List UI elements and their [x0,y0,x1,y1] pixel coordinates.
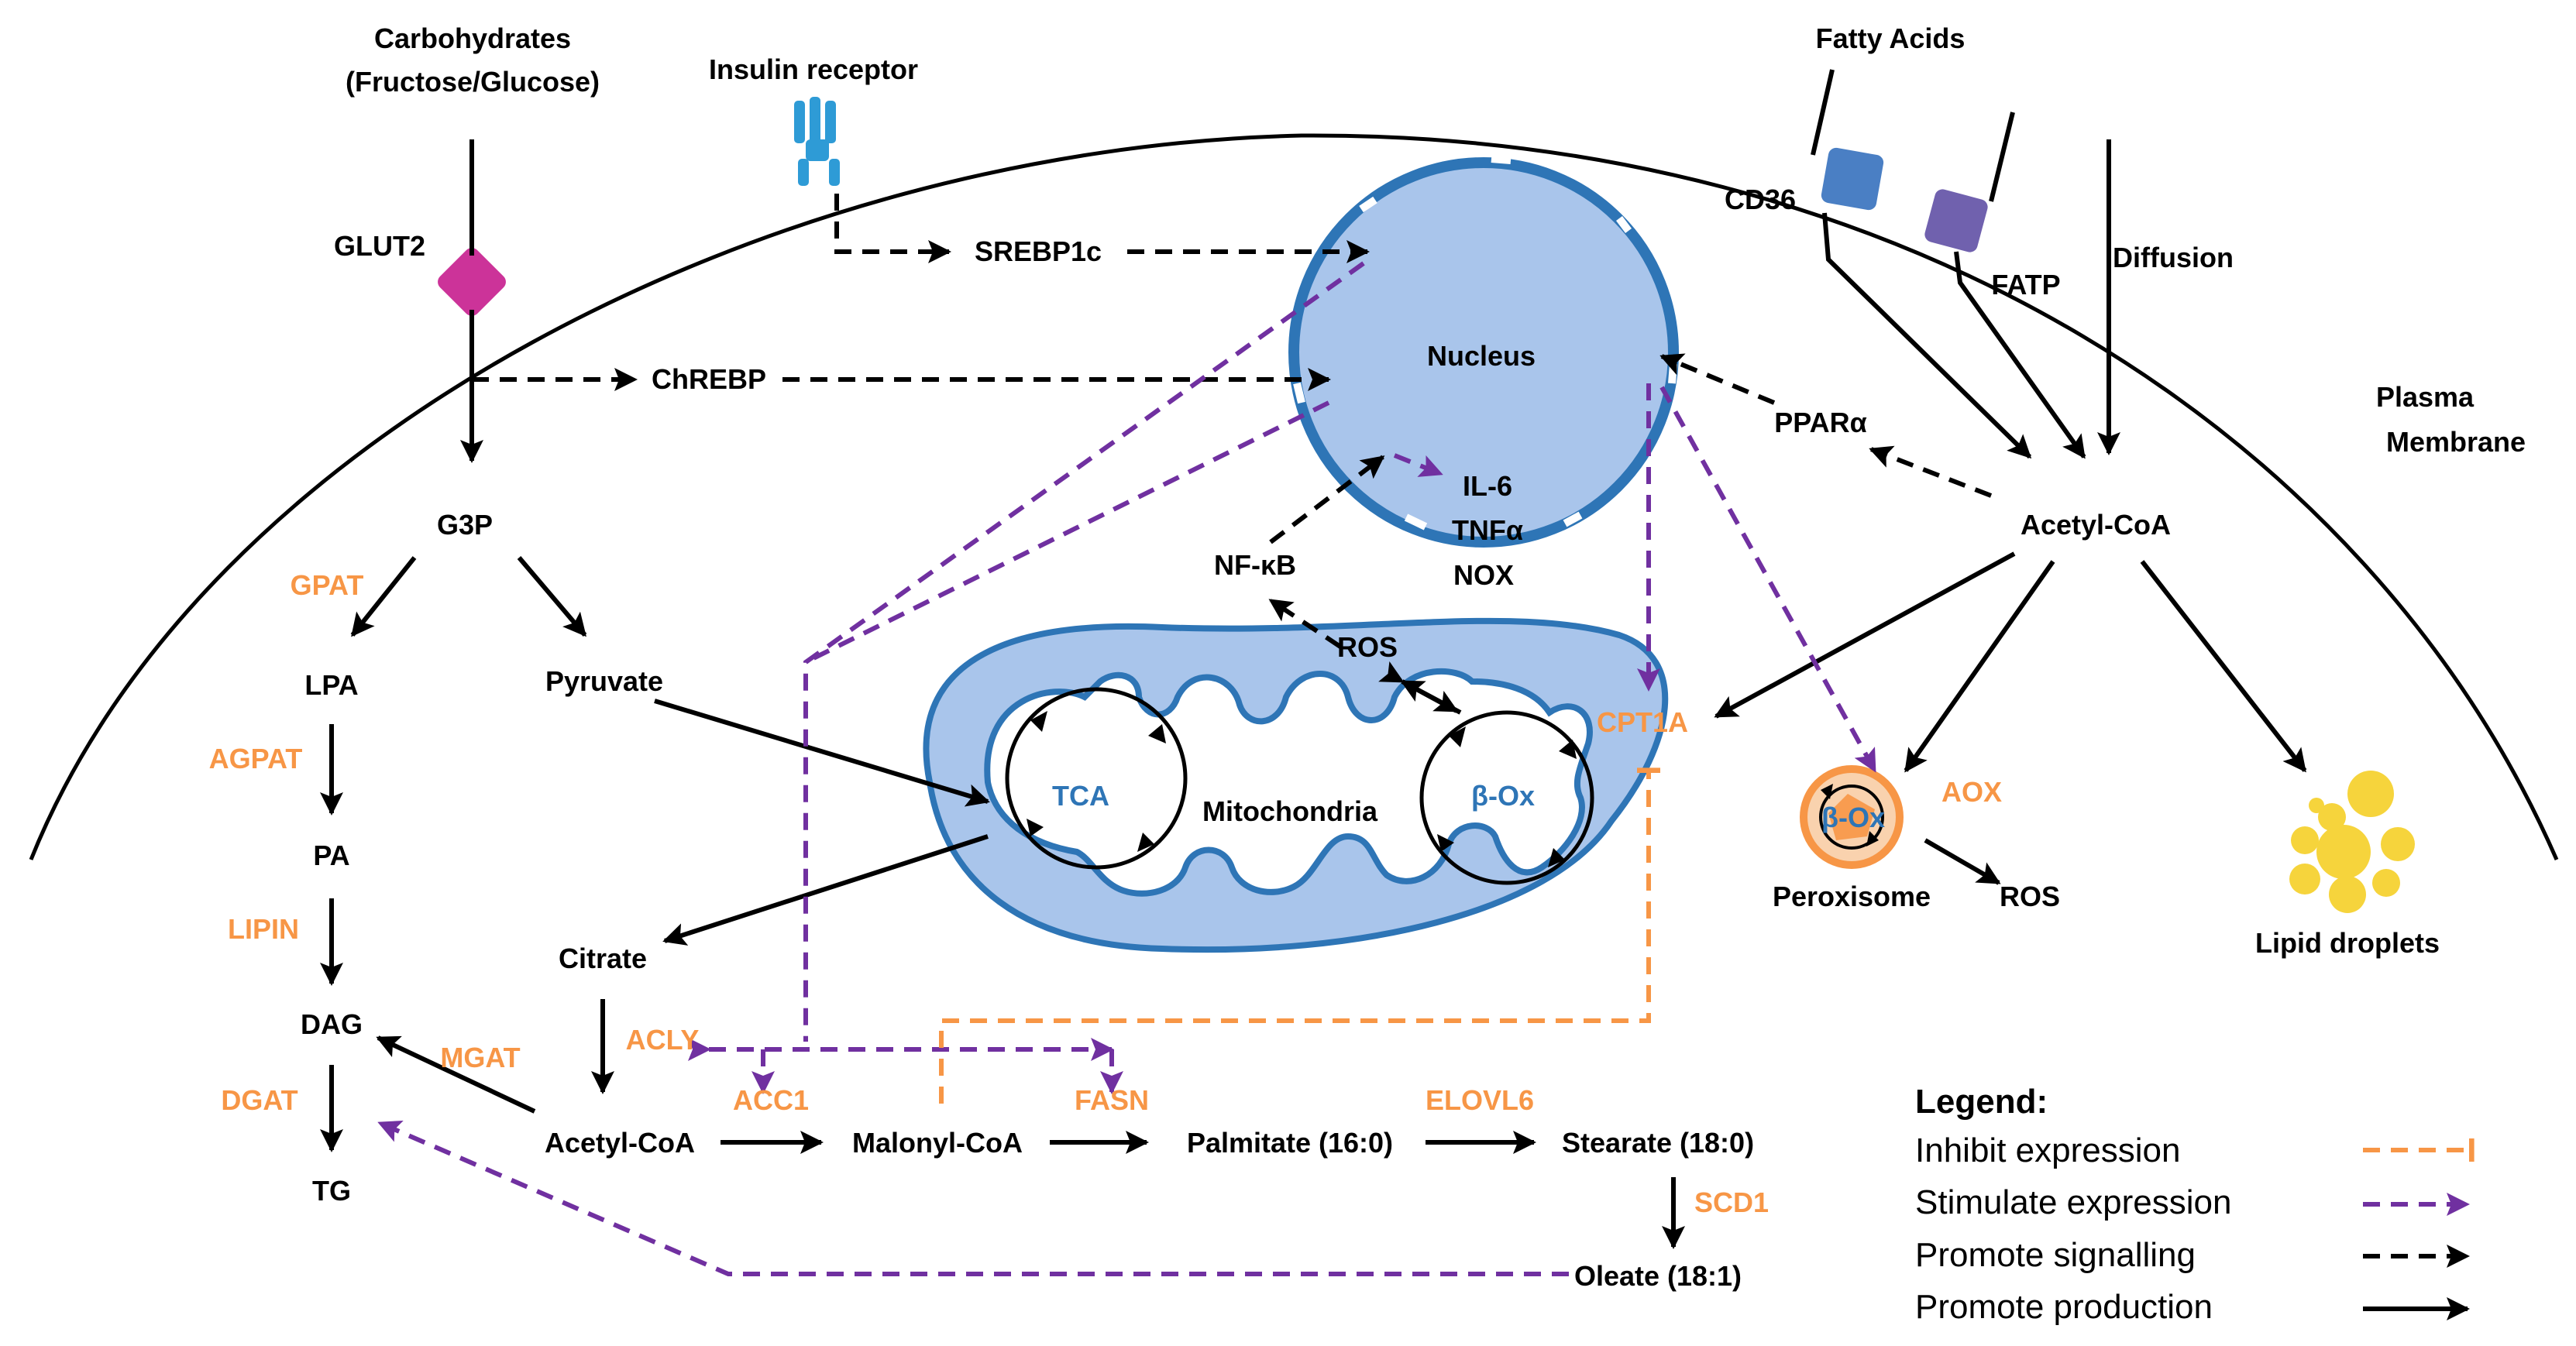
label-nfkb: NF-κB [1214,549,1296,581]
insulin-receptor-icon [794,97,840,186]
label-beta-ox-mito: β-Ox [1471,780,1535,812]
label-ros-perox: ROS [2000,881,2060,912]
cd36-transporter [1821,147,1884,211]
label-fructose-glucose: (Fructose/Glucose) [346,66,600,98]
purple-nucleus-cytokines [1393,453,1443,477]
label-ros-mito: ROS [1337,631,1398,663]
enzyme-scd1: SCD1 [1694,1186,1769,1218]
nucleus [1288,155,1679,548]
dash-acetylcoa-ppara [1869,445,1993,498]
arrow-tca-citrate [662,834,989,946]
label-tg: TG [312,1175,351,1207]
legend-inhibit-label: Inhibit expression [1915,1131,2180,1169]
label-chrebp: ChREBP [652,363,766,395]
label-palmitate: Palmitate (16:0) [1187,1127,1393,1159]
label-mitochondria: Mitochondria [1202,795,1378,827]
peroxisome [1800,765,1904,869]
arrow-fatp-acetylcoa [1954,112,2084,457]
arrow-g3p-pyruvate [517,556,587,637]
label-carbohydrates: Carbohydrates [374,22,571,54]
enzyme-aox: AOX [1941,776,2002,808]
label-acetylcoa-bottom: Acetyl-CoA [545,1127,695,1159]
label-cd36: CD36 [1725,184,1796,215]
arrow-acetylcoa-lipid [2140,560,2307,773]
legend-signalling-label: Promote signalling [1915,1236,2196,1274]
enzyme-cpt1a: CPT1A [1597,706,1688,738]
label-tca: TCA [1052,780,1109,812]
label-lipid-droplets: Lipid droplets [2255,927,2440,959]
label-stearate: Stearate (18:0) [1562,1127,1754,1159]
label-citrate: Citrate [559,943,647,974]
enzyme-fasn: FASN [1075,1084,1149,1116]
enzyme-agpat: AGPAT [209,743,303,774]
label-lpa: LPA [304,669,358,701]
label-peroxisome: Peroxisome [1773,881,1931,912]
mitochondrion [923,617,1669,953]
enzyme-acc1: ACC1 [733,1084,809,1116]
dash-nfkb-nucleus [1269,455,1385,544]
purple-oleate-dgat [377,1120,1569,1276]
dash-ppara-nucleus [1659,353,1776,405]
glut2-transporter [438,248,506,316]
purple-nucleus-acc1 [803,261,1365,1042]
arrow-peroxisome-ros [1924,838,2001,885]
label-nucleus: Nucleus [1427,340,1536,372]
enzyme-gpat: GPAT [291,569,364,601]
enzyme-mgat: MGAT [440,1042,520,1073]
arrow-g3p-lpa [350,556,417,637]
purple-nucleus-acly-fasn [804,400,1330,664]
arrow-acetylcoa-cpt1a [1714,551,2016,719]
label-fatty-acids: Fatty Acids [1816,22,1966,54]
arrow-acetylcoa-peroxisome [1904,560,2055,773]
arrow-cd36-acetylcoa [1811,69,2030,457]
label-insulin-receptor: Insulin receptor [709,53,918,85]
lipid-droplets [2289,771,2415,913]
dash-insulin-srebp [834,194,951,263]
enzyme-acly: ACLY [626,1024,700,1056]
label-beta-ox-perox: β-Ox [1821,802,1885,833]
label-oleate: Oleate (18:1) [1574,1260,1742,1292]
label-malonylcoa: Malonyl-CoA [852,1127,1023,1159]
arrow-pyruvate-tca [654,699,990,807]
legend-stimulate-label: Stimulate expression [1915,1183,2231,1221]
label-il6: IL-6 [1463,470,1512,502]
label-tnfa: TNFα [1452,514,1523,546]
fatp-transporter [1924,189,1988,252]
plasma-membrane [29,133,2559,861]
label-g3p: G3P [437,509,493,541]
enzyme-dgat: DGAT [221,1084,297,1116]
label-acetylcoa-top: Acetyl-CoA [2021,509,2171,541]
legend: Legend: Inhibit expression Stimulate exp… [1915,1083,2231,1326]
label-dag: DAG [301,1008,363,1040]
orange-malonyl-cpt1a [939,767,1660,1104]
purple-nucleus-aox [1659,386,1877,773]
label-membrane: Membrane [2386,426,2526,458]
enzyme-elovl6: ELOVL6 [1426,1084,1534,1116]
label-diffusion: Diffusion [2113,242,2234,273]
dash-ros-nfkb [1268,598,1342,649]
label-pyruvate: Pyruvate [545,665,663,697]
label-fatp: FATP [1991,269,2060,300]
legend-title: Legend: [1915,1083,2048,1121]
legend-production-label: Promote production [1915,1288,2213,1326]
enzyme-lipin: LIPIN [228,913,299,945]
label-ppara: PPARα [1774,407,1866,438]
arrow-acetylcoa-dag [376,1035,536,1114]
label-pa: PA [313,840,349,871]
label-plasma: Plasma [2376,381,2475,413]
label-nox: NOX [1453,559,1514,591]
label-glut2: GLUT2 [334,230,425,262]
label-srebp1c: SREBP1c [975,235,1102,267]
